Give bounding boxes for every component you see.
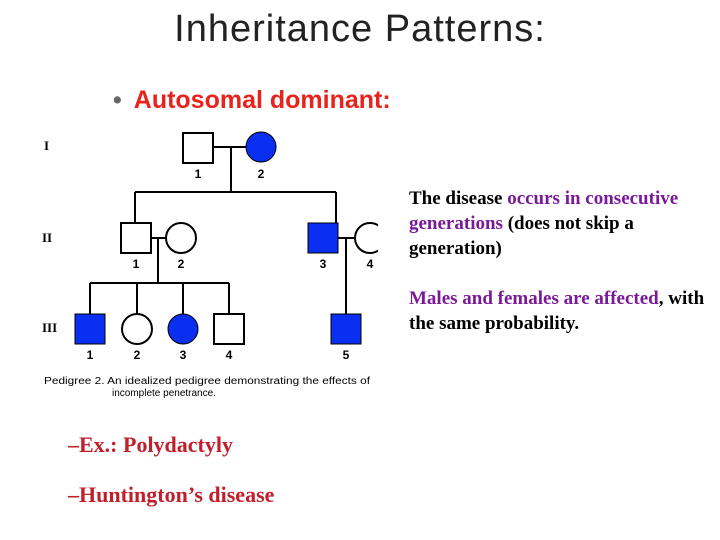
description-paragraph-2: Males and females are affected, with the… <box>409 286 709 336</box>
subtitle-text: Autosomal dominant: <box>133 86 391 114</box>
gen1-male-1 <box>182 132 214 164</box>
desc-text-1a: The disease <box>409 188 508 209</box>
gen2-number-4: 4 <box>367 257 374 271</box>
pedigree-lines <box>89 146 355 314</box>
desc-text-1b: (does not skip a generation) <box>409 213 634 259</box>
pedigree-diagram: I II III 1 2 1 2 3 4 1 2 3 4 5 Pedigree … <box>42 131 378 399</box>
example-item-1: –Ex.: Polydactyly <box>68 432 233 457</box>
gen3-number-3: 3 <box>180 348 187 362</box>
gen3-number-2: 2 <box>134 348 141 362</box>
gen3-female-3-affected <box>167 313 199 345</box>
generation-label-II: II <box>42 230 52 245</box>
example-item-2: –Huntington’s disease <box>68 482 275 507</box>
gen2-female-2 <box>165 222 197 254</box>
desc-highlight-2: Males and females are affected <box>409 288 659 309</box>
bullet-marker: • <box>113 86 122 114</box>
gen2-male-3-affected <box>307 222 339 254</box>
generation-label-I: I <box>44 138 49 153</box>
slide-title: Inheritance Patterns: <box>174 8 546 50</box>
description-block: The disease occurs in consecutive genera… <box>409 186 709 361</box>
gen1-number-2: 2 <box>258 167 265 181</box>
gen2-male-1 <box>120 222 152 254</box>
desc-text-2: , with the same probability. <box>409 288 705 334</box>
pedigree-caption-line1: Pedigree 2. An idealized pedigree demons… <box>44 376 370 387</box>
gen3-male-1-affected <box>74 313 106 345</box>
gen2-number-3: 3 <box>320 257 327 271</box>
gen3-number-5: 5 <box>343 348 350 362</box>
pedigree-caption-line2: incomplete penetrance. <box>112 388 216 399</box>
desc-highlight-1: occurs in consecutive generations <box>409 188 679 234</box>
description-paragraph-1: The disease occurs in consecutive genera… <box>409 186 709 261</box>
gen3-male-5-affected <box>330 313 362 345</box>
gen2-number-1: 1 <box>133 257 140 271</box>
gen1-female-2-affected <box>245 131 277 163</box>
gen1-number-1: 1 <box>195 167 202 181</box>
gen2-number-2: 2 <box>178 257 185 271</box>
gen2-female-4 <box>354 222 378 254</box>
gen3-number-1: 1 <box>87 348 94 362</box>
gen3-male-4 <box>213 313 245 345</box>
generation-label-III: III <box>42 320 57 335</box>
subtitle-line: • Autosomal dominant: <box>113 86 391 115</box>
examples-list: –Ex.: Polydactyly –Huntington’s disease <box>68 420 274 520</box>
gen3-number-4: 4 <box>226 348 233 362</box>
gen3-female-2 <box>121 313 153 345</box>
